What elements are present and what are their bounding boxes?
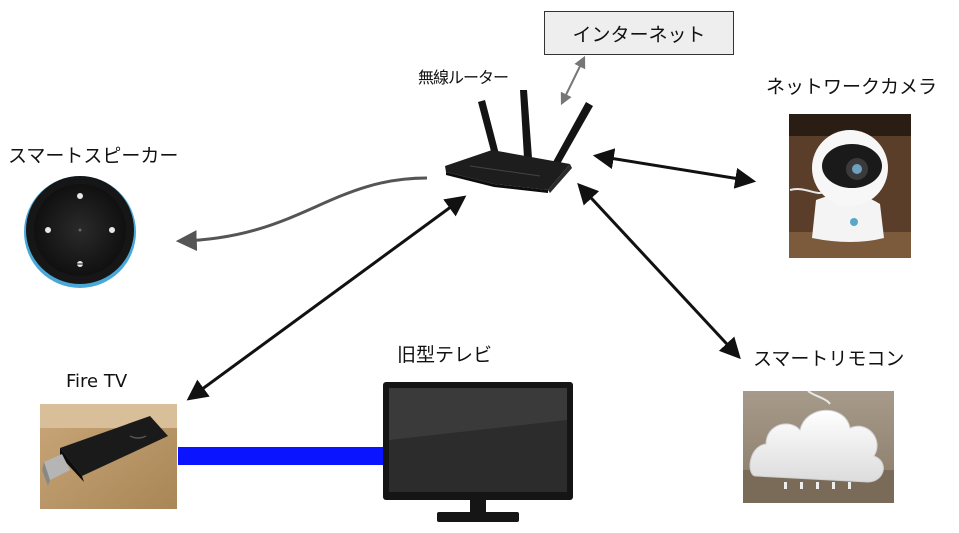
- camera-icon: [789, 114, 911, 258]
- link-router-firetv: [186, 195, 467, 401]
- tv-icon: [383, 382, 573, 522]
- firetv-label: Fire TV: [66, 371, 128, 392]
- firetv-icon: [40, 404, 177, 509]
- speaker-label: スマートスピーカー: [8, 145, 179, 167]
- link-router-remote: [577, 182, 741, 360]
- link-router-camera: [592, 148, 757, 189]
- remote-icon: [743, 390, 894, 503]
- speaker-icon: [24, 176, 136, 288]
- camera-label: ネットワークカメラ: [766, 76, 938, 98]
- router-icon: [445, 90, 593, 193]
- internet-label: インターネット: [572, 23, 706, 46]
- router-label: 無線ルーター: [418, 68, 509, 87]
- internet-node: インターネット: [544, 11, 734, 55]
- link-internet-router: [560, 55, 586, 106]
- link-router-speaker: [175, 176, 428, 252]
- remote-label: スマートリモコン: [753, 348, 905, 370]
- link-hdmi-firetv-tv: [178, 447, 383, 465]
